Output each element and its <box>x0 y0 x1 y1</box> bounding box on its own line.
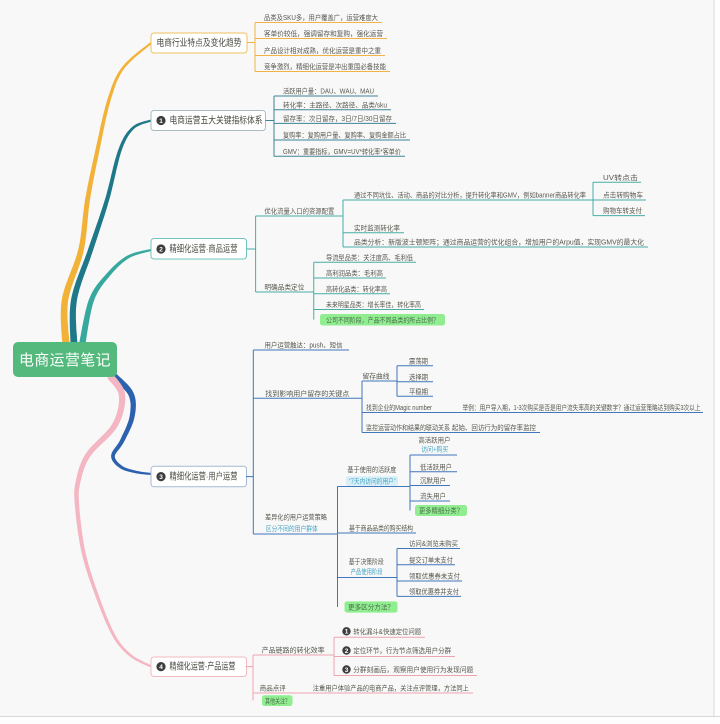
branch3-compare-label[interactable]: 通过不同坑位、活动、商品的对比分析，提升转化率和GMV，例如banner商品转化… <box>354 191 586 200</box>
numbered-circle-icon-digit: 2 <box>345 648 349 655</box>
branch4-activity-highlight <box>346 476 398 486</box>
branch4-activity-label[interactable]: 基于使用的活跃度 <box>347 465 396 474</box>
branch4-decision-row-label[interactable]: 领取优惠券未支付 <box>409 572 460 581</box>
branch3-topic-box[interactable] <box>150 238 247 260</box>
branch3-positioning-row-label[interactable]: 高利润品类：毛利高 <box>326 269 383 278</box>
branch3-positioning-label[interactable]: 明确品类定位 <box>264 283 304 292</box>
branch5-review-note[interactable]: 注重用户体验产品的电商产品，关注点评管理，方法同上 <box>313 684 469 693</box>
numbered-circle-icon-digit: 1 <box>345 629 349 636</box>
branch3-positioning-row-label[interactable]: 导流型品类：关注度高、毛利低 <box>326 253 413 262</box>
branch4-reach-label[interactable]: 用户运营触达：push、短信 <box>265 341 343 350</box>
branch3-monitor-label[interactable]: 实时监测转化率 <box>354 223 400 232</box>
numbered-circle-icon <box>342 646 351 655</box>
numbered-circle-icon <box>156 115 166 126</box>
branch3-traffic-label[interactable]: 优化流量入口的资源配置 <box>264 207 334 216</box>
branch1-row-label[interactable]: 产品设计相对成熟，优化运营是重中之重 <box>264 46 381 55</box>
branch4-decision-sublabel[interactable]: 产品使用阶段 <box>351 567 383 576</box>
branch5-curve <box>74 373 152 668</box>
numbered-circle-icon <box>342 627 351 636</box>
root-topic-label[interactable]: 电商运营笔记 <box>19 352 111 369</box>
branch1-row-label[interactable]: 品类及SKU多，用户覆盖广，运营难度大 <box>264 13 378 22</box>
numbered-circle-icon-digit: 3 <box>159 474 163 481</box>
branch4-user-sublabel[interactable]: 访问+购买 <box>421 444 448 453</box>
branch4-activity-sublabel[interactable]: “7天内访问的用户” <box>349 477 397 486</box>
branch4-decision-label[interactable]: 基于决策阶段 <box>349 557 384 566</box>
branch1-row-label[interactable]: 客单价较低，强调留存和复购，强化运营 <box>264 29 383 38</box>
branch2-row-label[interactable]: 转化率：主路径、次路径、品类/sku <box>283 100 387 109</box>
branch4-decision-row-label[interactable]: 提交订单未支付 <box>409 555 453 564</box>
branch2-topic-label[interactable]: 电商运营五大关键指标体系 <box>170 114 263 126</box>
numbered-circle-icon <box>156 472 166 482</box>
branch4-segment-question-label[interactable]: 更多区分方法？ <box>348 603 394 612</box>
branch4-retention-label[interactable]: 找到影响用户留存的关键点 <box>265 389 349 398</box>
branch3-funnel-label[interactable]: UV转点击 <box>603 173 638 182</box>
branch4-category-label[interactable]: 基于商品品类的购买结构 <box>349 524 413 533</box>
branch3-category-label[interactable]: 品类分析：新版波士顿矩阵；通过商品运营的优化组合，增加用户的Arpu值，实现GM… <box>354 238 644 247</box>
branch1-row-label[interactable]: 竞争激烈，精细化运营是冲出重围必备技能 <box>264 62 386 71</box>
branch3-topic-label[interactable]: 精细化运营·商品运营 <box>170 243 238 255</box>
branch3-positioning-row-label[interactable]: 高转化品类：转化率高 <box>326 284 387 293</box>
branch2-row-label[interactable]: 复购率：复购用户量、复购率、复购金额占比 <box>283 131 406 140</box>
branch5-review-label[interactable]: 商品点评 <box>260 684 286 693</box>
bottom-scrollbar-track[interactable] <box>0 717 720 724</box>
branch3-question-label[interactable]: 公司不同阶段，产品不同品类的所占比例？ <box>326 315 439 324</box>
branch4-magic-note[interactable]: 举例：用户导入期，1-3次购买是否是用户流失率高的关键数字？通过运营策略达到购买… <box>463 403 701 412</box>
branch3-question-badge[interactable] <box>320 314 445 326</box>
branch1-topic-label[interactable]: 电商行业特点及变化趋势 <box>157 37 242 49</box>
numbered-circle-icon <box>342 665 351 674</box>
branch2-row-label[interactable]: GMV：重要指标，GMV=UV*转化率*客单价 <box>283 147 401 156</box>
branch3-funnel-label[interactable]: 购物车转支付 <box>603 206 642 215</box>
numbered-circle-icon-digit: 1 <box>159 118 163 125</box>
numbered-circle-icon <box>156 662 166 672</box>
branch5-step-label[interactable]: 定位环节，行为节点筛选用户分群 <box>353 646 451 655</box>
branch4-segment-sublabel[interactable]: 区分不同的用户群体 <box>266 524 318 533</box>
branch4-phase-label[interactable]: 震荡期 <box>409 356 428 365</box>
numbered-circle-icon-digit: 4 <box>159 664 163 671</box>
branch4-curve <box>110 372 152 475</box>
branch5-question-badge[interactable] <box>262 695 293 706</box>
numbered-circle-icon-digit: 3 <box>345 667 349 674</box>
numbered-circle-icon <box>156 244 166 254</box>
branch4-user-label[interactable]: 沉默用户 <box>420 476 446 485</box>
branch4-user-label[interactable]: 低活跃用户 <box>420 462 452 471</box>
branch4-phase-label[interactable]: 选择期 <box>409 372 428 381</box>
branch4-activity-question-badge[interactable] <box>415 505 467 516</box>
branch4-decision-row-label[interactable]: 访问&浏览未购买 <box>409 539 458 548</box>
branch3-curve <box>78 249 152 346</box>
branch4-monitor-note[interactable]: 起始、回访行为的留存率监控 <box>452 423 536 432</box>
root-topic-box[interactable] <box>13 342 117 377</box>
branch4-topic-label[interactable]: 精细化运营·用户运营 <box>170 471 238 483</box>
branch4-monitor-label[interactable]: 监控运营动作和结果的联动关系 <box>366 423 450 432</box>
branch4-decision-row-label[interactable]: 领取优惠券并支付 <box>409 587 459 596</box>
branch4-segment-question-badge[interactable] <box>344 601 398 613</box>
branch4-user-label[interactable]: 流失用户 <box>420 492 446 501</box>
branch5-funnel-label[interactable]: 产品链路的转化效率 <box>262 646 325 655</box>
branch5-step-label[interactable]: 转化漏斗&快速定位问题 <box>353 627 421 636</box>
branch2-row-label[interactable]: 活跃用户量：DAU、WAU、MAU <box>283 87 374 96</box>
branch3-funnel-label[interactable]: 点击转购物车 <box>603 191 643 200</box>
branch2-row-label[interactable]: 留存率：次日留存，3日/7日/30日留存 <box>283 114 392 123</box>
branch4-phase-label[interactable]: 平稳期 <box>409 387 428 396</box>
branch4-curve-label[interactable]: 留存曲线 <box>363 372 390 381</box>
numbered-circle-icon-digit: 2 <box>159 246 163 253</box>
branch4-activity-question-label[interactable]: 更多精细分类？ <box>419 506 463 515</box>
branch5-step-label[interactable]: 分群刻画后，观察用户使用行为发现问题 <box>353 665 473 674</box>
right-scrollbar-track[interactable] <box>714 0 720 724</box>
branch5-topic-label[interactable]: 精细化运营-产品运营 <box>170 661 236 673</box>
branch5-question-label[interactable]: 其他关注？ <box>265 696 290 705</box>
branch4-user-label[interactable]: 高活跃用户 <box>418 435 450 444</box>
branch4-magic-label[interactable]: 找到企业的Magic number <box>366 403 433 412</box>
branch3-positioning-row-label[interactable]: 未来明星品类：增长率佳，转化率高 <box>326 300 421 309</box>
branch4-segment-label[interactable]: 差异化的用户运营策略 <box>265 512 327 521</box>
